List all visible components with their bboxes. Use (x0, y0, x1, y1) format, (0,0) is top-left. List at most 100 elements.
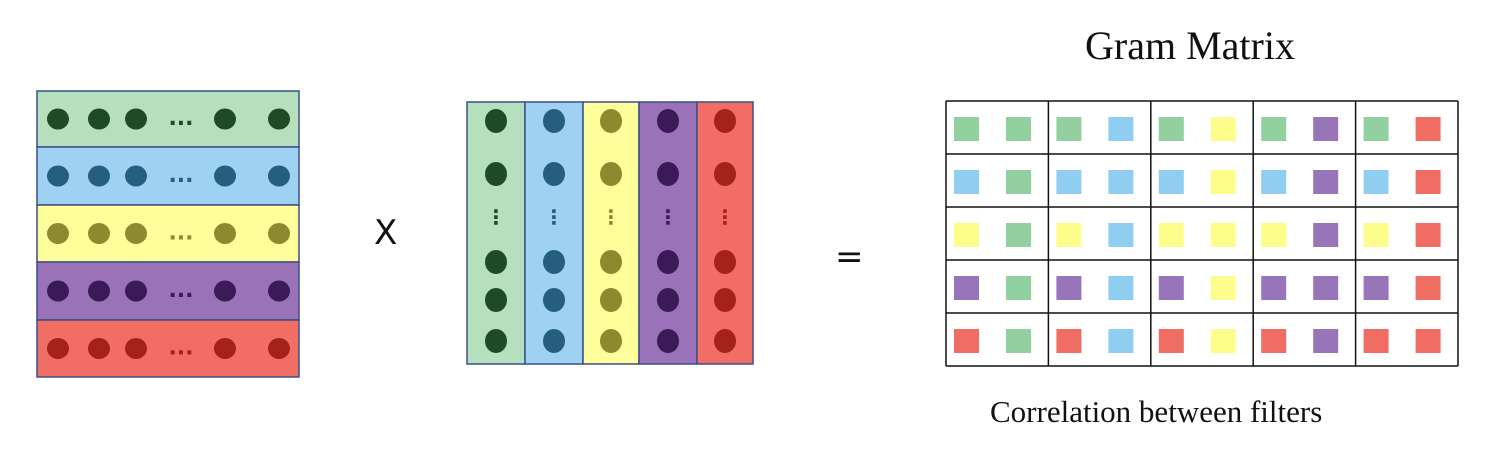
filter-swatch-row (1261, 223, 1287, 247)
vertical-ellipsis: ⋮ (715, 205, 735, 229)
feature-dot (485, 288, 507, 312)
feature-matrix: ............... (36, 90, 300, 378)
filter-row-band (36, 204, 300, 263)
feature-dot (125, 108, 147, 130)
feature-dot (600, 109, 622, 133)
filter-swatch-col (1108, 276, 1134, 300)
gram-cell (1056, 170, 1134, 194)
feature-dot (268, 108, 290, 130)
multiply-operator: X (374, 213, 398, 253)
gram-cell (954, 276, 1031, 300)
filter-swatch-col (1108, 117, 1134, 141)
filter-swatch-col (1006, 276, 1031, 300)
gram-cell (954, 117, 1031, 141)
filter-row-band (36, 146, 300, 206)
filter-swatch-col (1006, 117, 1031, 141)
feature-dot (657, 162, 679, 186)
ellipsis: ... (168, 221, 193, 246)
feature-dot (214, 338, 236, 359)
filter-swatch-row (1158, 117, 1184, 141)
feature-dot (268, 280, 290, 302)
filter-swatch-col (1006, 223, 1031, 247)
filter-column-band (638, 101, 698, 365)
ellipsis: ... (168, 106, 193, 131)
feature-dot (88, 338, 110, 359)
filter-row-band (36, 90, 300, 148)
filter-swatch-row (1261, 117, 1287, 141)
filter-row-band (36, 261, 300, 321)
gram-cell (1056, 329, 1134, 353)
feature-dot (543, 109, 565, 133)
filter-swatch-col (1210, 276, 1236, 300)
ellipsis: ... (168, 163, 193, 188)
filter-swatch-row (1261, 329, 1287, 353)
ellipsis: ... (168, 336, 193, 361)
feature-dot (714, 162, 736, 186)
feature-dot (88, 165, 110, 187)
filter-swatch-col (1313, 276, 1339, 300)
gram-cell (1158, 223, 1236, 247)
filter-swatch-row (1363, 223, 1389, 247)
feature-dot (543, 329, 565, 353)
filter-swatch-col (1108, 329, 1134, 353)
filter-swatch-col (1108, 223, 1134, 247)
filter-row: ... (36, 204, 300, 263)
filter-swatch-col (1313, 223, 1339, 247)
gram-cell (1261, 276, 1339, 300)
feature-dot (657, 109, 679, 133)
filter-column-band (524, 101, 584, 365)
feature-dot (485, 109, 507, 133)
vertical-ellipsis: ⋮ (486, 205, 506, 229)
feature-dot (125, 338, 147, 359)
filter-swatch-row (1363, 276, 1389, 300)
equals-operator: = (835, 237, 864, 277)
gram-cell (1363, 117, 1441, 141)
feature-dot (214, 108, 236, 130)
gram-matrix-title: Gram Matrix (1085, 23, 1295, 68)
gram-matrix-grid (945, 100, 1459, 367)
filter-swatch-row (954, 223, 979, 247)
filter-column: ⋮ (582, 101, 640, 365)
filter-swatch-row (1363, 329, 1389, 353)
filter-swatch-col (1210, 117, 1236, 141)
filter-swatch-col (1108, 170, 1134, 194)
filter-swatch-row (954, 117, 979, 141)
feature-dot (88, 280, 110, 302)
filter-swatch-row (1158, 329, 1184, 353)
gram-cell (1056, 117, 1134, 141)
feature-dot (485, 250, 507, 274)
filter-column: ⋮ (696, 101, 754, 365)
filter-row: ... (36, 261, 300, 321)
feature-dot (714, 329, 736, 353)
feature-dot (214, 280, 236, 302)
gram-cell (1158, 329, 1236, 353)
gram-cell (1261, 117, 1339, 141)
gram-cell (954, 329, 1031, 353)
vertical-ellipsis: ⋮ (544, 205, 564, 229)
feature-dot (268, 338, 290, 359)
gram-cell (1261, 223, 1339, 247)
feature-dot (657, 250, 679, 274)
filter-swatch-col (1006, 329, 1031, 353)
feature-dot (600, 288, 622, 312)
gram-cell (1158, 170, 1236, 194)
feature-dot (714, 109, 736, 133)
filter-swatch-col (1415, 117, 1441, 141)
filter-swatch-col (1415, 223, 1441, 247)
filter-swatch-col (1313, 329, 1339, 353)
feature-dot (214, 223, 236, 244)
feature-dot (485, 162, 507, 186)
filter-row: ... (36, 90, 300, 148)
filter-swatch-row (1056, 223, 1082, 247)
filter-swatch-row (1363, 117, 1389, 141)
filter-column: ⋮ (524, 101, 584, 365)
gram-cell (1363, 223, 1441, 247)
feature-dot (47, 338, 69, 359)
feature-dot (543, 250, 565, 274)
filter-swatch-row (1261, 276, 1287, 300)
filter-swatch-col (1210, 329, 1236, 353)
filter-swatch-row (954, 276, 979, 300)
filter-column-band (696, 101, 754, 365)
filter-swatch-col (1415, 329, 1441, 353)
